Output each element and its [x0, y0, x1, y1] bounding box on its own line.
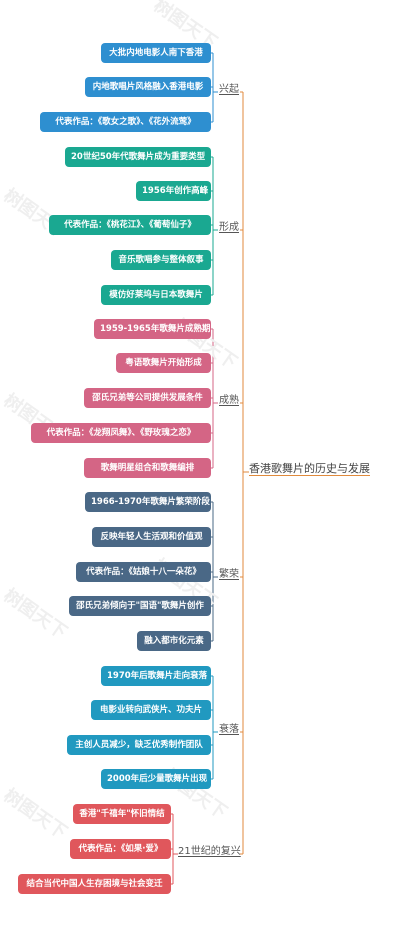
node-fusu-3[interactable]: 结合当代中国人生存困境与社会变迁 — [18, 874, 171, 894]
node-xingcheng-5[interactable]: 模仿好莱坞与日本歌舞片 — [101, 285, 211, 305]
node-chengshu-5[interactable]: 歌舞明星组合和歌舞编排 — [84, 458, 211, 478]
node-xingcheng-2[interactable]: 1956年创作高峰 — [136, 181, 211, 201]
branch-label-shuailuo[interactable]: 衰落 — [219, 724, 239, 735]
node-fanrong-3[interactable]: 代表作品：《姑娘十八一朵花》 — [76, 562, 211, 582]
node-fanrong-5[interactable]: 融入都市化元素 — [137, 631, 211, 651]
node-xingqi-2[interactable]: 内地歌唱片风格融入香港电影 — [85, 77, 211, 97]
node-chengshu-1[interactable]: 1959-1965年歌舞片成熟期 — [94, 319, 211, 339]
node-xingcheng-4[interactable]: 音乐歌唱参与整体叙事 — [111, 250, 211, 270]
node-xingcheng-1[interactable]: 20世纪50年代歌舞片成为重要类型 — [65, 147, 211, 167]
branch-label-fanrong[interactable]: 繁荣 — [219, 569, 239, 580]
node-chengshu-4[interactable]: 代表作品：《龙翔凤舞》、《野玫瑰之恋》 — [31, 423, 211, 443]
node-xingqi-1[interactable]: 大批内地电影人南下香港 — [101, 43, 211, 63]
node-fanrong-4[interactable]: 邵氏兄弟倾向于"国语"歌舞片创作 — [69, 596, 211, 616]
node-fusu-1[interactable]: 香港"千禧年"怀旧情结 — [73, 804, 171, 824]
node-fusu-2[interactable]: 代表作品：《如果·爱》 — [70, 839, 171, 859]
node-chengshu-3[interactable]: 邵氏兄弟等公司提供发展条件 — [84, 388, 211, 408]
branch-label-chengshu[interactable]: 成熟 — [219, 395, 239, 406]
node-shuailuo-3[interactable]: 主创人员减少，缺乏优秀制作团队 — [67, 735, 211, 755]
node-shuailuo-1[interactable]: 1970年后歌舞片走向衰落 — [101, 666, 211, 686]
root-topic[interactable]: 香港歌舞片的历史与发展 — [249, 462, 370, 475]
node-shuailuo-2[interactable]: 电影业转向武侠片、功夫片 — [91, 700, 211, 720]
branch-label-fusu[interactable]: 21世纪的复兴 — [178, 846, 241, 857]
branch-label-xingcheng[interactable]: 形成 — [219, 222, 239, 233]
node-xingcheng-3[interactable]: 代表作品：《桃花江》、《葡萄仙子》 — [49, 215, 211, 235]
node-fanrong-2[interactable]: 反映年轻人生活观和价值观 — [92, 527, 211, 547]
node-fanrong-1[interactable]: 1966-1970年歌舞片繁荣阶段 — [85, 492, 211, 512]
node-chengshu-2[interactable]: 粤语歌舞片开始形成 — [116, 353, 211, 373]
branch-label-xingqi[interactable]: 兴起 — [219, 84, 239, 95]
node-xingqi-3[interactable]: 代表作品：《歌女之歌》、《花外流莺》 — [40, 112, 211, 132]
node-shuailuo-4[interactable]: 2000年后少量歌舞片出现 — [101, 769, 211, 789]
